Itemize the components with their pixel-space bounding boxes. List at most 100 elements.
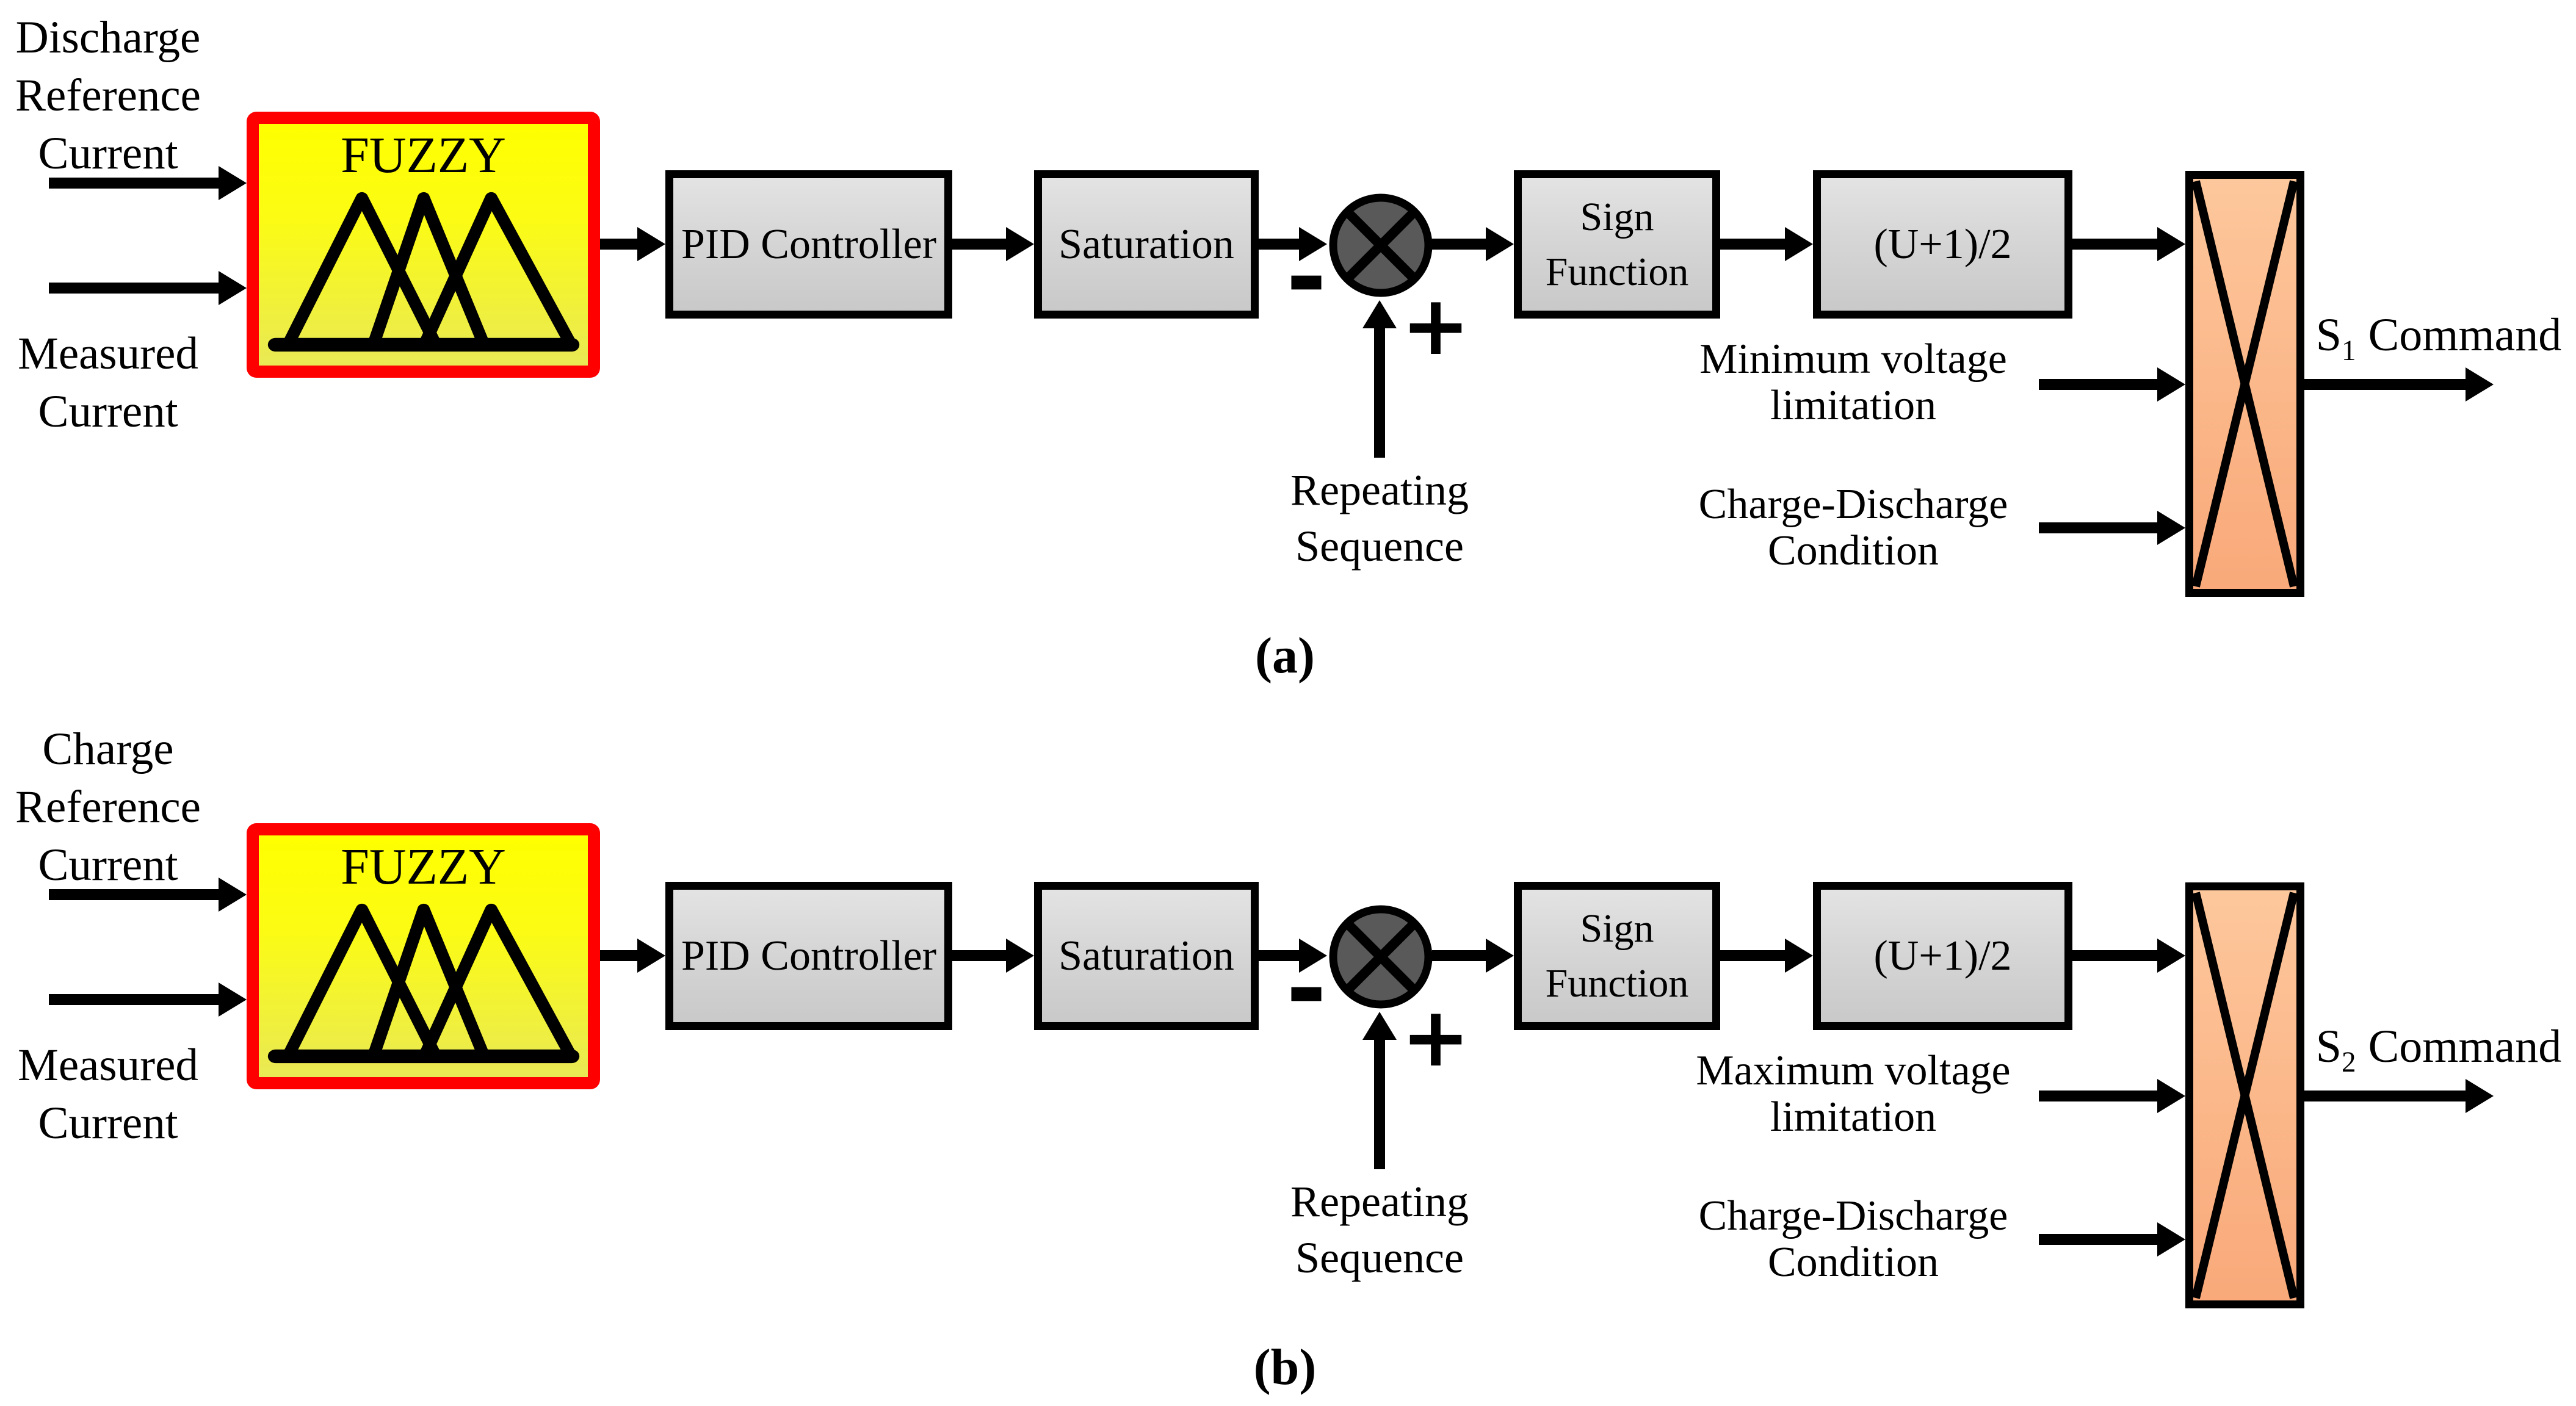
repeating-sequence-line: Sequence bbox=[1295, 1233, 1464, 1282]
arrowhead-icon bbox=[2157, 367, 2185, 402]
arrowhead-icon bbox=[2157, 227, 2185, 261]
flow-arrow bbox=[952, 227, 1034, 261]
multiply-junction bbox=[1329, 905, 1433, 1009]
arrowhead-icon bbox=[2157, 511, 2185, 545]
multiply-junction bbox=[1329, 193, 1433, 297]
repeating-sequence-line: Repeating bbox=[1290, 466, 1469, 514]
flow-arrow bbox=[1432, 227, 1514, 261]
charge-discharge-arrow bbox=[2039, 1222, 2185, 1256]
arrowhead-icon bbox=[219, 878, 247, 912]
voltage-limitation-arrow bbox=[2039, 1079, 2185, 1113]
charge-discharge-line: Charge-Discharge bbox=[1698, 1192, 2008, 1239]
input-arrow-reference bbox=[49, 166, 247, 200]
mux-cross-icon bbox=[2193, 180, 2296, 588]
arrowhead-icon bbox=[2157, 939, 2185, 973]
charge-discharge-line: Condition bbox=[1767, 1239, 1939, 1286]
figure-b: Charge Reference Current Measured Curren… bbox=[0, 712, 2576, 1406]
command-word: Command bbox=[2368, 1021, 2562, 1072]
pid-controller-block: PID Controller bbox=[665, 882, 952, 1030]
sign-function-line: Sign bbox=[1580, 906, 1654, 951]
voltage-limitation-line: limitation bbox=[1770, 382, 1937, 429]
charge-discharge-label: Charge-Discharge Condition bbox=[1652, 481, 2055, 574]
flow-arrow bbox=[1720, 227, 1813, 261]
repeating-sequence-arrow bbox=[1362, 1012, 1397, 1169]
arrowhead-icon bbox=[219, 271, 247, 305]
repeating-sequence-label: Repeating Sequence bbox=[1212, 462, 1547, 574]
figure-a: Discharge Reference Current Measured Cur… bbox=[0, 9, 2576, 684]
fuzzy-block: FUZZY bbox=[247, 823, 600, 1089]
fuzzy-block-title: FUZZY bbox=[341, 838, 506, 895]
sign-function-block: Sign Function bbox=[1514, 882, 1720, 1030]
measured-current-line: Measured bbox=[18, 328, 198, 379]
measured-current-line: Measured bbox=[18, 1040, 198, 1091]
plus-sign: + bbox=[1401, 989, 1471, 1085]
figure-caption: (a) bbox=[1255, 627, 1315, 684]
charge-discharge-line: Charge-Discharge bbox=[1698, 481, 2008, 528]
flow-arrow bbox=[1259, 939, 1327, 973]
arrowhead-icon bbox=[1486, 939, 1514, 973]
voltage-limitation-label: Maximum voltage limitation bbox=[1652, 1048, 2055, 1141]
mux-block bbox=[2185, 882, 2304, 1308]
input-arrow-measured bbox=[49, 982, 247, 1017]
flow-arrow bbox=[600, 939, 665, 973]
sign-function-line: Sign bbox=[1580, 194, 1654, 239]
voltage-limitation-arrow bbox=[2039, 367, 2185, 402]
saturation-label: Saturation bbox=[1058, 932, 1234, 979]
measured-current-label: Measured Current bbox=[0, 1036, 216, 1152]
arrowhead-icon bbox=[637, 227, 665, 261]
command-word: Command bbox=[2368, 309, 2562, 361]
command-output-arrow bbox=[2304, 1079, 2494, 1113]
gain-formula-label: (U+1)/2 bbox=[1873, 932, 2012, 979]
voltage-limitation-line: Minimum voltage bbox=[1699, 336, 2007, 383]
flow-arrow bbox=[2072, 939, 2185, 973]
measured-current-line: Current bbox=[38, 386, 178, 437]
arrowhead-icon bbox=[1362, 1012, 1397, 1040]
voltage-limitation-label: Minimum voltage limitation bbox=[1652, 336, 2055, 429]
figure-caption: (b) bbox=[1253, 1339, 1317, 1396]
measured-current-label: Measured Current bbox=[0, 325, 216, 441]
saturation-block: Saturation bbox=[1034, 882, 1259, 1030]
fuzzy-block: FUZZY bbox=[247, 112, 600, 378]
charge-discharge-line: Condition bbox=[1767, 527, 1939, 574]
arrowhead-icon bbox=[1299, 939, 1327, 973]
command-output-arrow bbox=[2304, 367, 2494, 402]
repeating-sequence-arrow bbox=[1362, 300, 1397, 458]
flow-arrow bbox=[1432, 939, 1514, 973]
mux-block bbox=[2185, 171, 2304, 597]
mux-cross-icon bbox=[2193, 892, 2296, 1299]
flow-arrow bbox=[952, 939, 1034, 973]
gain-formula-block: (U+1)/2 bbox=[1813, 170, 2072, 319]
arrowhead-icon bbox=[2466, 367, 2494, 402]
sign-function-block: Sign Function bbox=[1514, 170, 1720, 319]
flow-arrow bbox=[2072, 227, 2185, 261]
arrowhead-icon bbox=[1006, 227, 1034, 261]
input-arrow-reference bbox=[49, 878, 247, 912]
voltage-limitation-line: limitation bbox=[1770, 1094, 1937, 1141]
pid-controller-block: PID Controller bbox=[665, 170, 952, 319]
command-symbol: S bbox=[2315, 1021, 2342, 1072]
repeating-sequence-label: Repeating Sequence bbox=[1212, 1173, 1547, 1286]
arrowhead-icon bbox=[1785, 227, 1813, 261]
arrowhead-icon bbox=[1785, 939, 1813, 973]
repeating-sequence-line: Repeating bbox=[1290, 1177, 1469, 1226]
arrowhead-icon bbox=[2466, 1079, 2494, 1113]
input-arrow-measured bbox=[49, 271, 247, 305]
arrowhead-icon bbox=[2157, 1222, 2185, 1256]
reference-current-label: Discharge Reference Current bbox=[0, 9, 216, 182]
measured-current-line: Current bbox=[38, 1098, 178, 1148]
arrowhead-icon bbox=[219, 166, 247, 200]
saturation-block: Saturation bbox=[1034, 170, 1259, 319]
plus-sign: + bbox=[1401, 277, 1471, 373]
arrowhead-icon bbox=[637, 939, 665, 973]
arrowhead-icon bbox=[1299, 227, 1327, 261]
membership-functions-icon bbox=[267, 903, 579, 1064]
reference-current-label: Charge Reference Current bbox=[0, 720, 216, 894]
flow-arrow bbox=[600, 227, 665, 261]
reference-current-line: Reference bbox=[15, 782, 201, 832]
charge-discharge-arrow bbox=[2039, 511, 2185, 545]
gain-formula-block: (U+1)/2 bbox=[1813, 882, 2072, 1030]
reference-current-line: Current bbox=[38, 128, 178, 179]
command-symbol: S bbox=[2315, 309, 2342, 361]
